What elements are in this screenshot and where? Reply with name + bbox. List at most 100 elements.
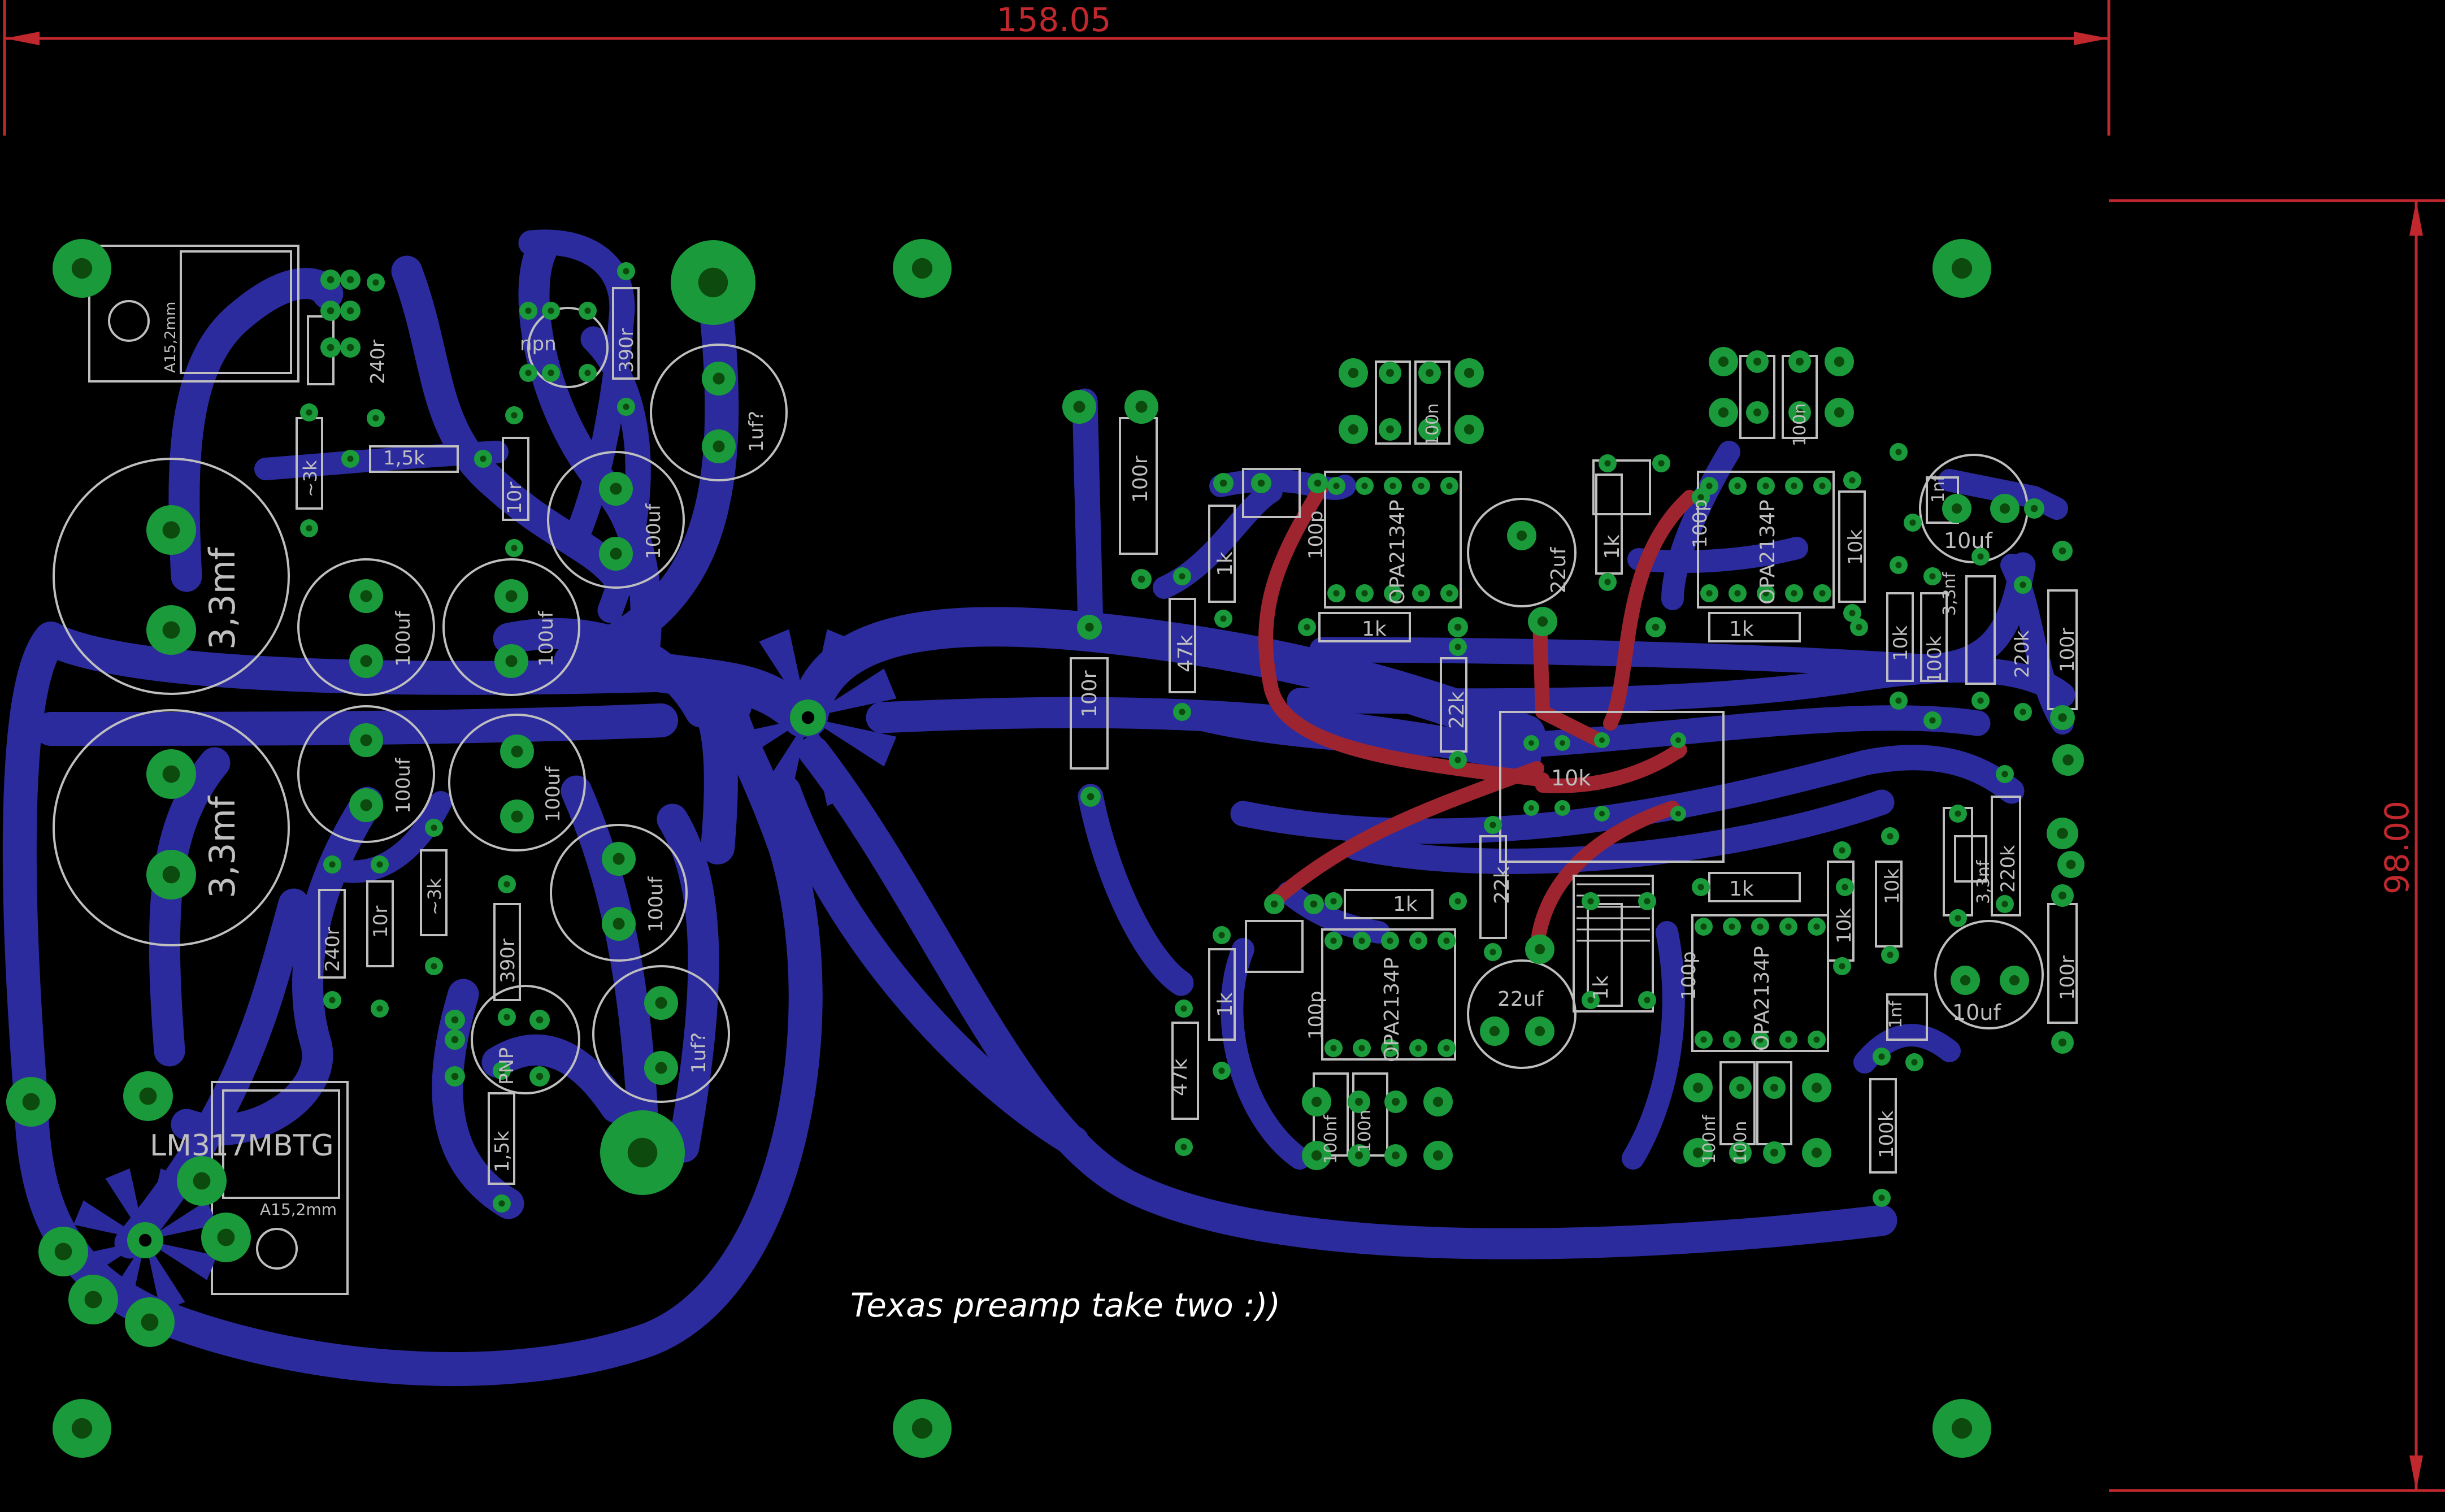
pad-drill-hole xyxy=(1310,900,1318,908)
pad-drill-hole xyxy=(1392,1098,1400,1106)
pad-drill-hole xyxy=(1675,811,1681,816)
pad-drill-hole xyxy=(1358,1045,1365,1052)
opamp-b-label: OPA2134P xyxy=(1756,499,1779,605)
res-100r-out-upper-label: 100r xyxy=(2056,628,2079,672)
pad-drill-hole xyxy=(1753,358,1761,366)
pad-drill-hole xyxy=(1658,460,1665,467)
pad-drill-hole xyxy=(1220,615,1227,622)
pad-drill-hole xyxy=(2059,1039,2066,1046)
pad-drill-hole xyxy=(1348,367,1359,379)
pad-drill-hole xyxy=(1587,997,1594,1003)
res-100r-in-upper-label: 100r xyxy=(1129,455,1152,503)
pad-drill-hole xyxy=(503,1014,510,1020)
pad-drill-hole xyxy=(1734,483,1741,489)
pad-drill-hole xyxy=(623,268,629,275)
pad-drill-hole xyxy=(141,1313,159,1331)
pad-drill-hole xyxy=(1762,483,1769,489)
pad-drill-hole xyxy=(2030,505,2038,512)
res-1k-f-label: 1k xyxy=(1214,992,1237,1017)
cap-1uf-upper-label: 1uf? xyxy=(745,411,768,452)
cap-100p-d-label: 100p xyxy=(1678,951,1700,1000)
pad-drill-hole xyxy=(1073,401,1085,413)
pad-drill-hole xyxy=(2059,547,2066,555)
res-10k-c-label: 10k xyxy=(1833,908,1856,944)
res-1k5-lower-label: 1,5k xyxy=(491,1131,514,1172)
pad-drill-hole xyxy=(1718,407,1729,418)
pad-drill-hole xyxy=(162,521,180,539)
cap-3n3-upper-label: 3,3nf xyxy=(1940,571,1960,616)
pad-drill-hole xyxy=(1330,937,1337,944)
pad-drill-hole xyxy=(1785,1036,1792,1043)
star-ground-spoke xyxy=(73,1200,145,1240)
cap-1nf-lower-label: 1nf xyxy=(1886,1000,1906,1028)
pad-drill-hole xyxy=(1770,1149,1778,1157)
pad-drill-hole xyxy=(1361,483,1368,489)
pad-drill-hole xyxy=(655,1062,667,1074)
pad-drill-hole xyxy=(1706,590,1713,597)
pad-drill-hole xyxy=(1219,479,1227,487)
pad-drill-hole xyxy=(610,548,622,560)
pad-drill-hole xyxy=(2062,754,2074,766)
pad-drill-hole xyxy=(1386,369,1394,377)
pad-drill-hole xyxy=(2001,771,2008,777)
pad-drill-hole xyxy=(1895,562,1902,568)
pad-drill-hole xyxy=(1842,884,1848,890)
pad-drill-hole xyxy=(2057,828,2068,839)
star-ground-spoke xyxy=(73,1240,145,1280)
pad-drill-hole xyxy=(1454,757,1461,763)
pad-drill-hole xyxy=(1087,793,1095,801)
pad-drill-hole xyxy=(372,415,379,422)
pad-drill-hole xyxy=(1697,494,1704,501)
pad-drill-hole xyxy=(1355,1098,1363,1106)
pad-drill-hole xyxy=(1951,503,1962,514)
pad-drill-hole xyxy=(1652,623,1660,631)
pad-drill-hole xyxy=(1878,1194,1885,1201)
pad-drill-hole xyxy=(2020,581,2026,588)
pad-drill-hole xyxy=(1811,1147,1822,1158)
cap-100n-d-label: 100n xyxy=(1731,1121,1751,1164)
pad-drill-hole xyxy=(1489,1026,1500,1037)
pad-drill-hole xyxy=(1839,847,1845,854)
cap-10uf-lower-label: 10uf xyxy=(1952,1000,2001,1025)
cap-100nf-b-label: 100nf xyxy=(1700,1114,1719,1164)
pad-drill-hole xyxy=(1599,737,1605,743)
star-ground-spoke xyxy=(808,629,857,718)
pad-drill-hole xyxy=(1951,1418,1973,1439)
res-100k-lower-label: 100k xyxy=(1875,1110,1898,1158)
pad-drill-hole xyxy=(1757,923,1764,930)
star-ground-spoke xyxy=(105,1168,145,1240)
res-1k5-upper-label: 1,5k xyxy=(383,447,425,470)
res-390r-upper-label: 390r xyxy=(615,328,638,373)
pad-drill-hole xyxy=(138,1233,152,1247)
pad-drill-hole xyxy=(1386,425,1394,433)
star-ground-spoke xyxy=(145,1240,185,1313)
star-ground-spoke xyxy=(145,1240,218,1280)
pad-drill-hole xyxy=(162,621,180,639)
pad-drill-hole xyxy=(1454,644,1461,650)
pad-drill-hole xyxy=(1796,409,1804,416)
pad-drill-hole xyxy=(1887,833,1894,840)
pad-drill-hole xyxy=(1179,573,1185,580)
pad-drill-hole xyxy=(511,810,523,823)
pad-drill-hole xyxy=(71,258,93,279)
pad-drill-hole xyxy=(431,824,437,831)
pad-drill-hole xyxy=(511,412,518,419)
pad-drill-hole xyxy=(54,1242,72,1261)
star-ground-spoke xyxy=(145,1200,218,1240)
pad-drill-hole xyxy=(451,1016,459,1024)
pad-drill-hole xyxy=(1137,575,1145,583)
pad-drill-hole xyxy=(2058,713,2067,722)
dimension-height-label: 98.00 xyxy=(2378,801,2416,894)
res-1k-g-label: 1k xyxy=(1729,877,1754,901)
pad-drill-hole xyxy=(698,267,728,298)
pad-drill-hole xyxy=(1314,479,1322,487)
pad-drill-hole xyxy=(1333,483,1340,489)
pad-drill-hole xyxy=(84,1291,102,1309)
pad-drill-hole xyxy=(1813,923,1820,930)
pad-drill-hole xyxy=(1770,1084,1778,1092)
pad-drill-hole xyxy=(613,853,625,865)
pad-drill-hole xyxy=(346,276,354,284)
pad-drill-hole xyxy=(1700,1036,1707,1043)
pad-drill-hole xyxy=(911,1418,933,1439)
pad-drill-hole xyxy=(306,525,312,532)
